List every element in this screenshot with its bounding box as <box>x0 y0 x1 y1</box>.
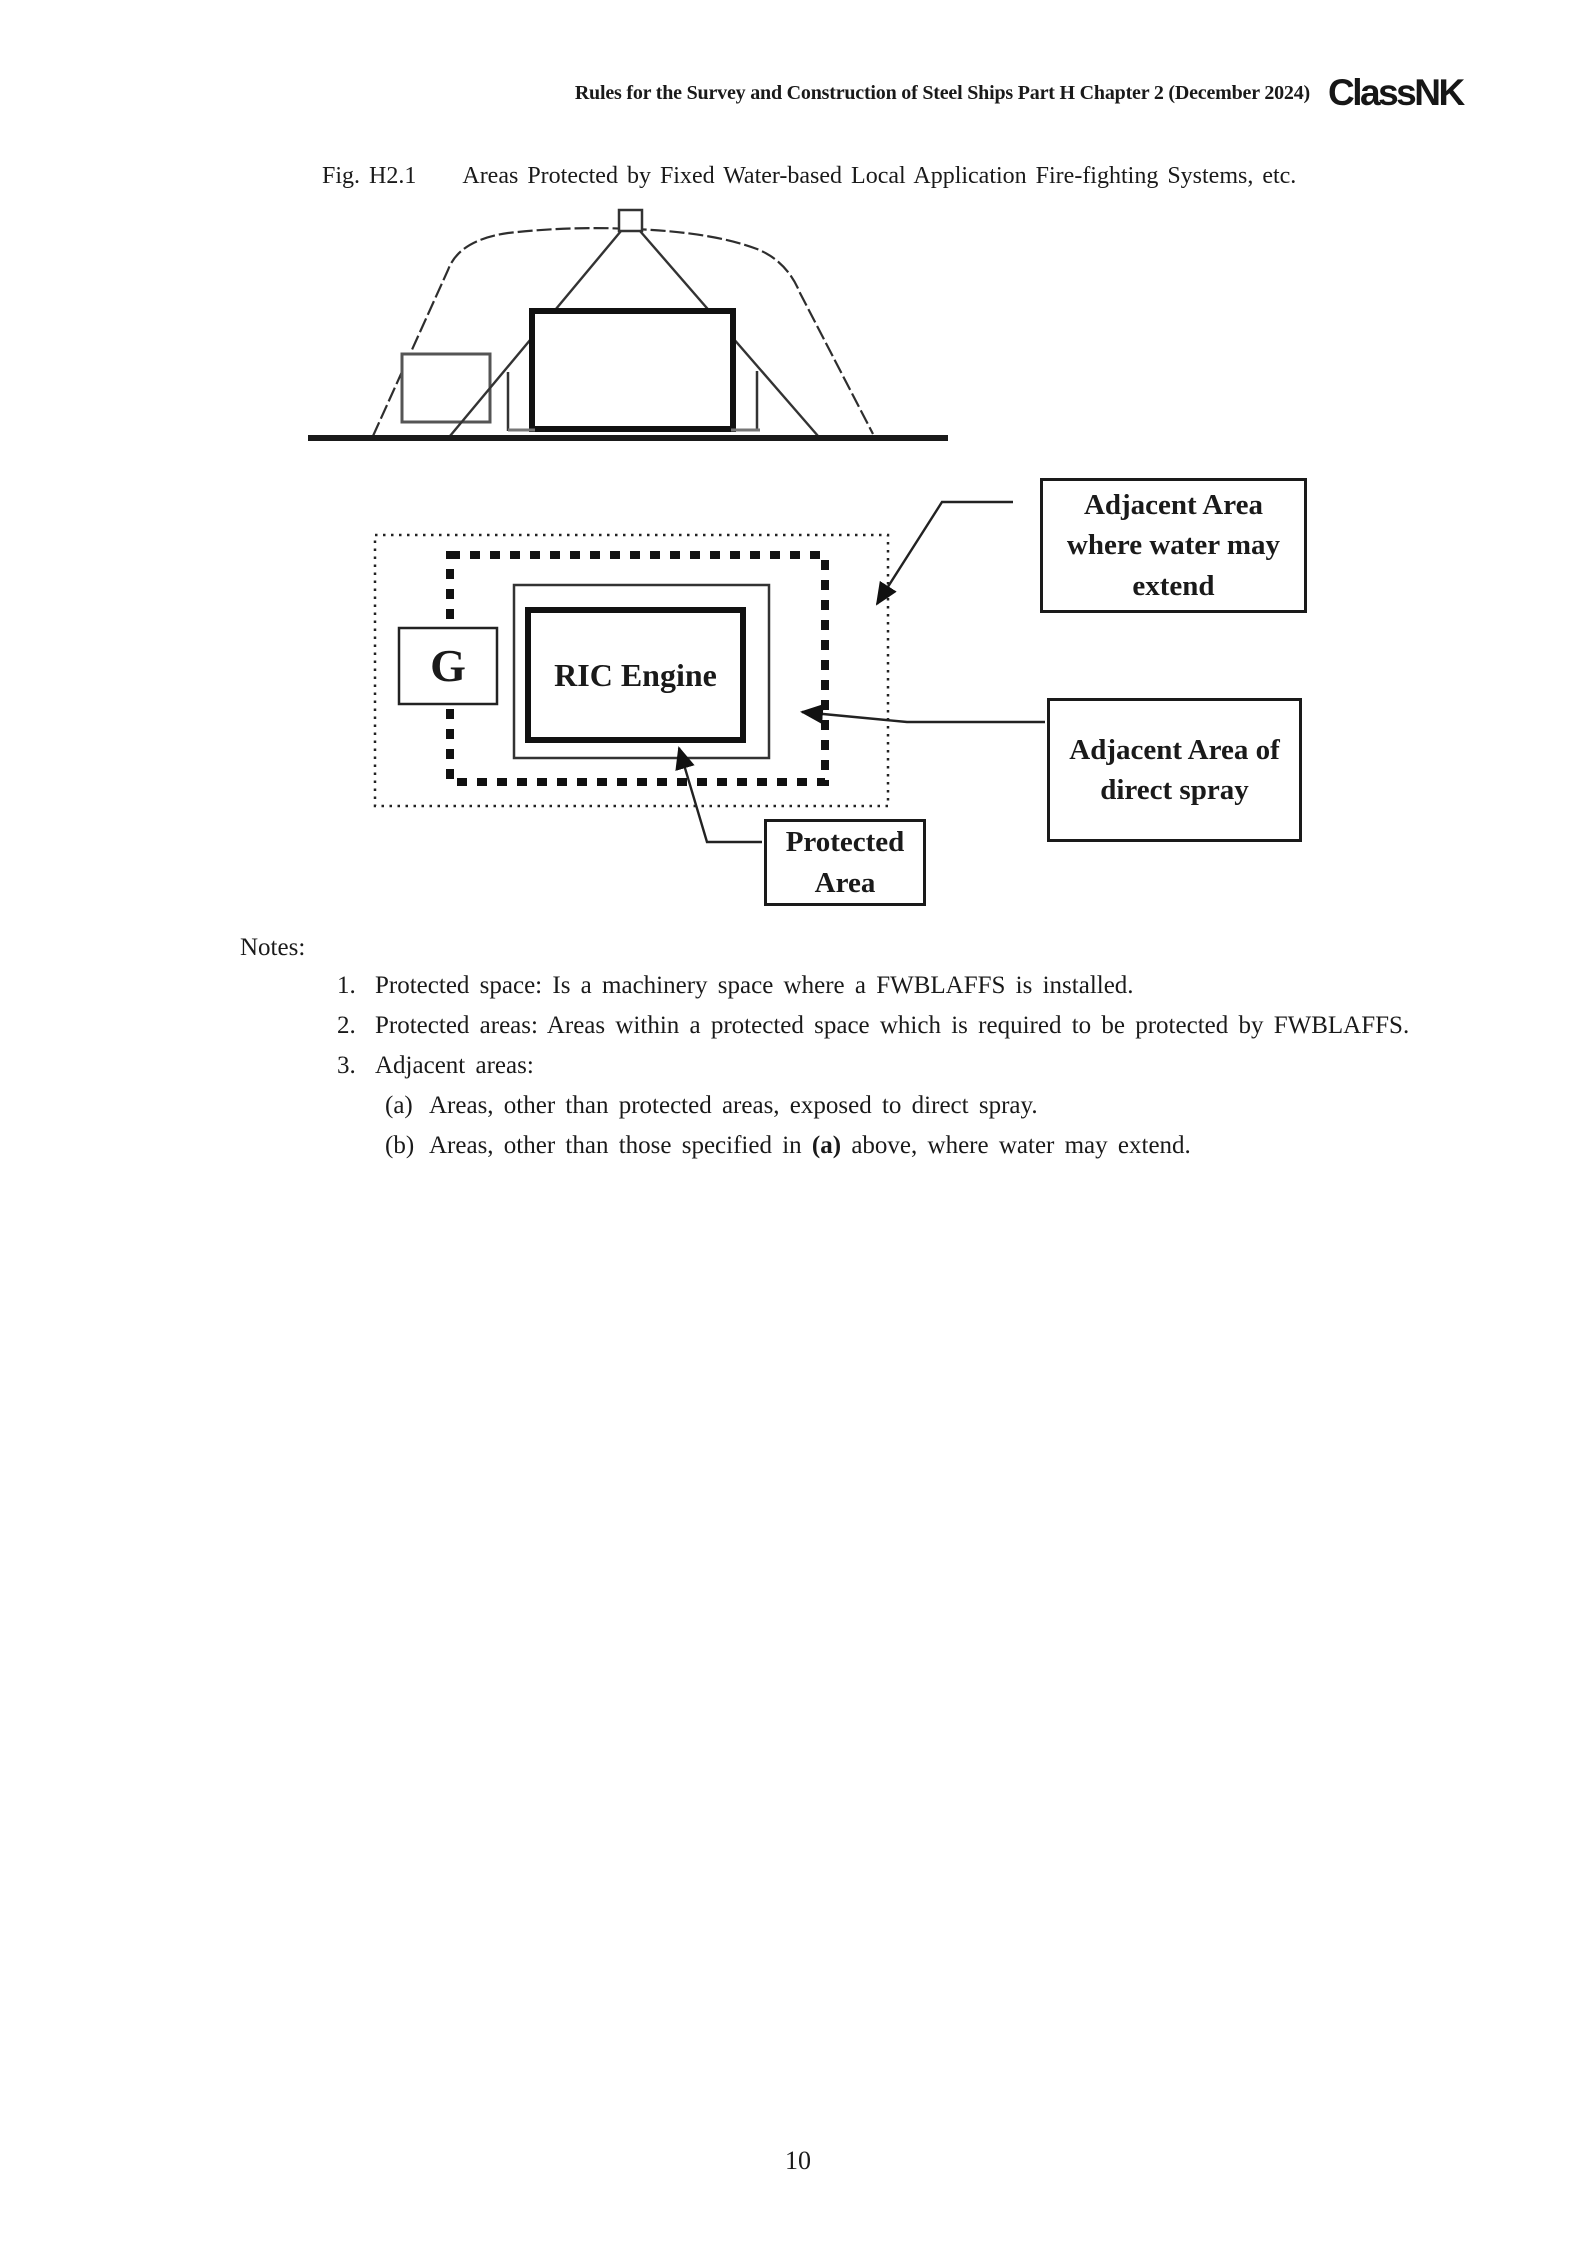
protected-area-label: Protected Area <box>764 819 926 906</box>
note-text: Areas, other than those specified in (a)… <box>429 1132 1191 1159</box>
figure-number: Fig. H2.1 <box>322 163 417 189</box>
note-number: (a) <box>385 1092 413 1119</box>
arrow-adjacent-direct-spray <box>800 704 1045 724</box>
spray-nozzle <box>617 208 644 233</box>
adjacent-direct-spray-label: Adjacent Area of direct spray <box>1047 698 1302 842</box>
arrow-adjacent-water-extend <box>875 500 1013 606</box>
figure-caption: Fig. H2.1 Areas Protected by Fixed Water-… <box>322 163 1296 190</box>
figure-diagram <box>308 208 1045 844</box>
note-number: 3. <box>337 1052 356 1079</box>
note-subitem-b: (b) Areas, other than those specified in… <box>385 1132 1191 1160</box>
ric-engine-label: RIC Engine <box>554 656 717 693</box>
ric-engine-box <box>525 607 746 743</box>
page-number: 10 <box>785 2146 811 2175</box>
note-text: Protected areas: Areas within a protecte… <box>375 1012 1410 1039</box>
note-text: Protected space: Is a machinery space wh… <box>375 972 1134 999</box>
auxiliary-box <box>400 352 492 424</box>
note-number: 2. <box>337 1012 356 1039</box>
note-item-2: 2. Protected areas: Areas within a prote… <box>337 1012 1409 1040</box>
note-number: 1. <box>337 972 356 999</box>
page-header-title: Rules for the Survey and Construction of… <box>574 82 1310 104</box>
engine-box-top-diagram <box>529 308 736 432</box>
adjacent-water-extend-boundary <box>373 533 890 808</box>
note-item-1: 1. Protected space: Is a machinery space… <box>337 972 1134 1000</box>
note-item-3: 3. Adjacent areas: <box>337 1052 534 1080</box>
figure-caption-text: Areas Protected by Fixed Water-based Loc… <box>462 163 1297 189</box>
adjacent-water-extend-label: Adjacent Area where water may extend <box>1040 478 1307 613</box>
generator-label: G <box>430 640 466 692</box>
notes-heading: Notes: <box>240 934 306 961</box>
arrow-protected-area <box>675 746 762 844</box>
generator-box <box>397 626 499 706</box>
adjacent-direct-spray-boundary <box>446 551 829 786</box>
note-text: Areas, other than protected areas, expos… <box>429 1092 1038 1119</box>
note-text: Adjacent areas: <box>375 1052 534 1079</box>
classnk-logo: ClassNK <box>1328 72 1465 113</box>
note-number: (b) <box>385 1132 415 1159</box>
note-subitem-a: (a) Areas, other than protected areas, e… <box>385 1092 1038 1120</box>
